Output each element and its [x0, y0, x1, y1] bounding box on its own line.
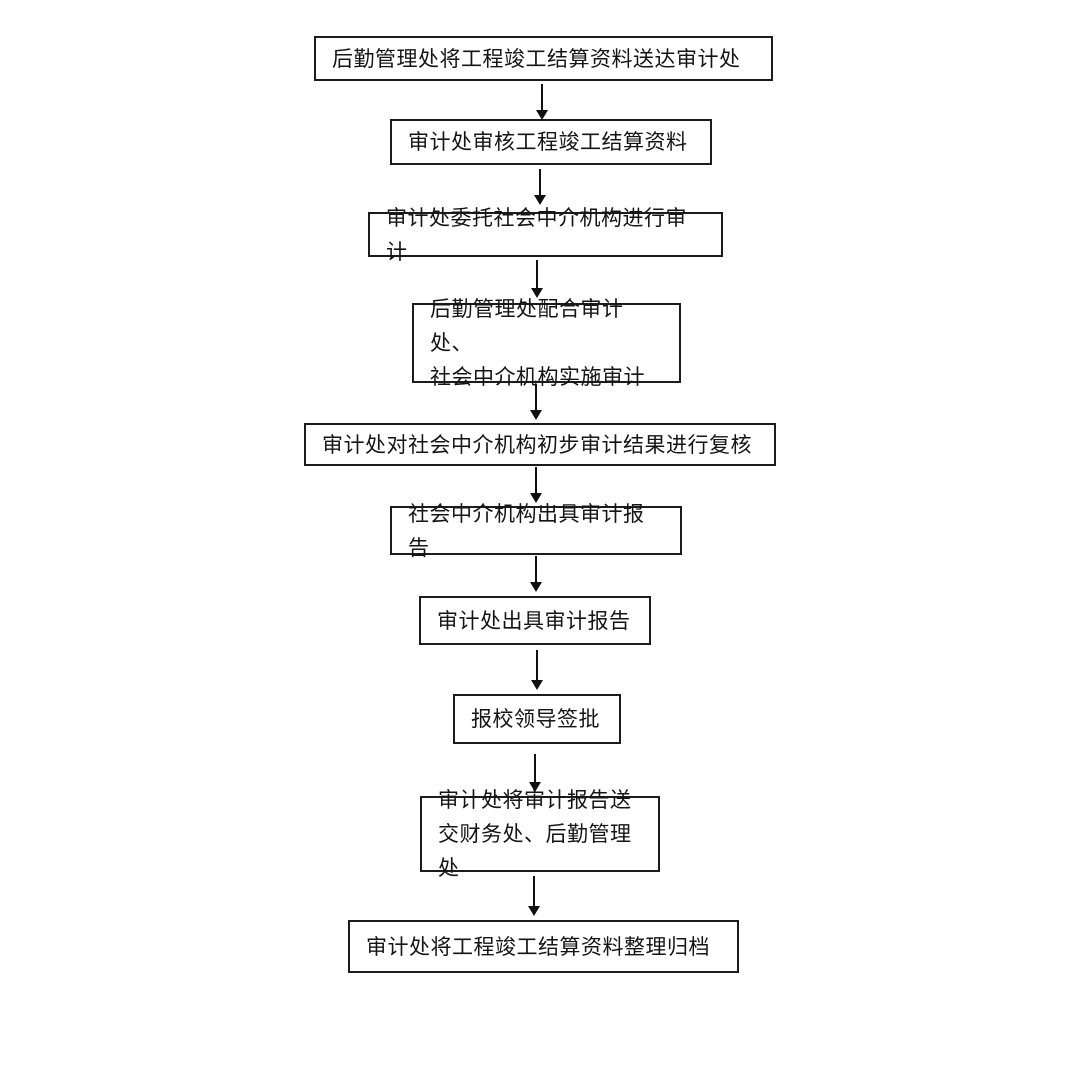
arrow-7-to-8: [531, 650, 543, 690]
arrow-8-to-9: [529, 754, 541, 792]
arrow-5-to-6: [530, 467, 542, 503]
step-1-label: 后勤管理处将工程竣工结算资料送达审计处: [332, 46, 741, 71]
step-3-label: 审计处委托社会中介机构进行审计: [386, 205, 687, 264]
arrow-9-to-10: [528, 876, 540, 916]
step-6-label: 社会中介机构出具审计报告: [408, 501, 645, 560]
step-5-label: 审计处对社会中介机构初步审计结果进行复核: [322, 432, 752, 457]
step-3-box: 审计处委托社会中介机构进行审计: [368, 206, 723, 264]
step-7-label: 审计处出具审计报告: [437, 608, 631, 633]
step-1-box: 后勤管理处将工程竣工结算资料送达审计处: [314, 36, 773, 81]
step-4-box: 后勤管理处配合审计处、 社会中介机构实施审计: [412, 297, 681, 389]
step-10-box: 审计处将工程竣工结算资料整理归档: [348, 920, 739, 973]
step-9-box: 审计处将审计报告送 交财务处、后勤管理处: [420, 788, 660, 880]
arrow-1-to-2: [536, 84, 548, 120]
step-9-label: 审计处将审计报告送 交财务处、后勤管理处: [438, 788, 632, 880]
step-10-label: 审计处将工程竣工结算资料整理归档: [366, 934, 710, 959]
step-8-box: 报校领导签批: [453, 694, 621, 744]
step-2-box: 审计处审核工程竣工结算资料: [390, 119, 712, 165]
arrow-6-to-7: [530, 556, 542, 592]
step-8-label: 报校领导签批: [471, 707, 600, 731]
step-6-box: 社会中介机构出具审计报告: [390, 502, 682, 560]
step-2-label: 审计处审核工程竣工结算资料: [408, 130, 688, 154]
step-4-label: 后勤管理处配合审计处、 社会中介机构实施审计: [430, 297, 645, 389]
step-7-box: 审计处出具审计报告: [419, 596, 651, 645]
step-5-box: 审计处对社会中介机构初步审计结果进行复核: [304, 423, 776, 466]
arrow-4-to-5: [530, 384, 542, 420]
arrow-2-to-3: [534, 169, 546, 205]
arrow-3-to-4: [531, 260, 543, 298]
